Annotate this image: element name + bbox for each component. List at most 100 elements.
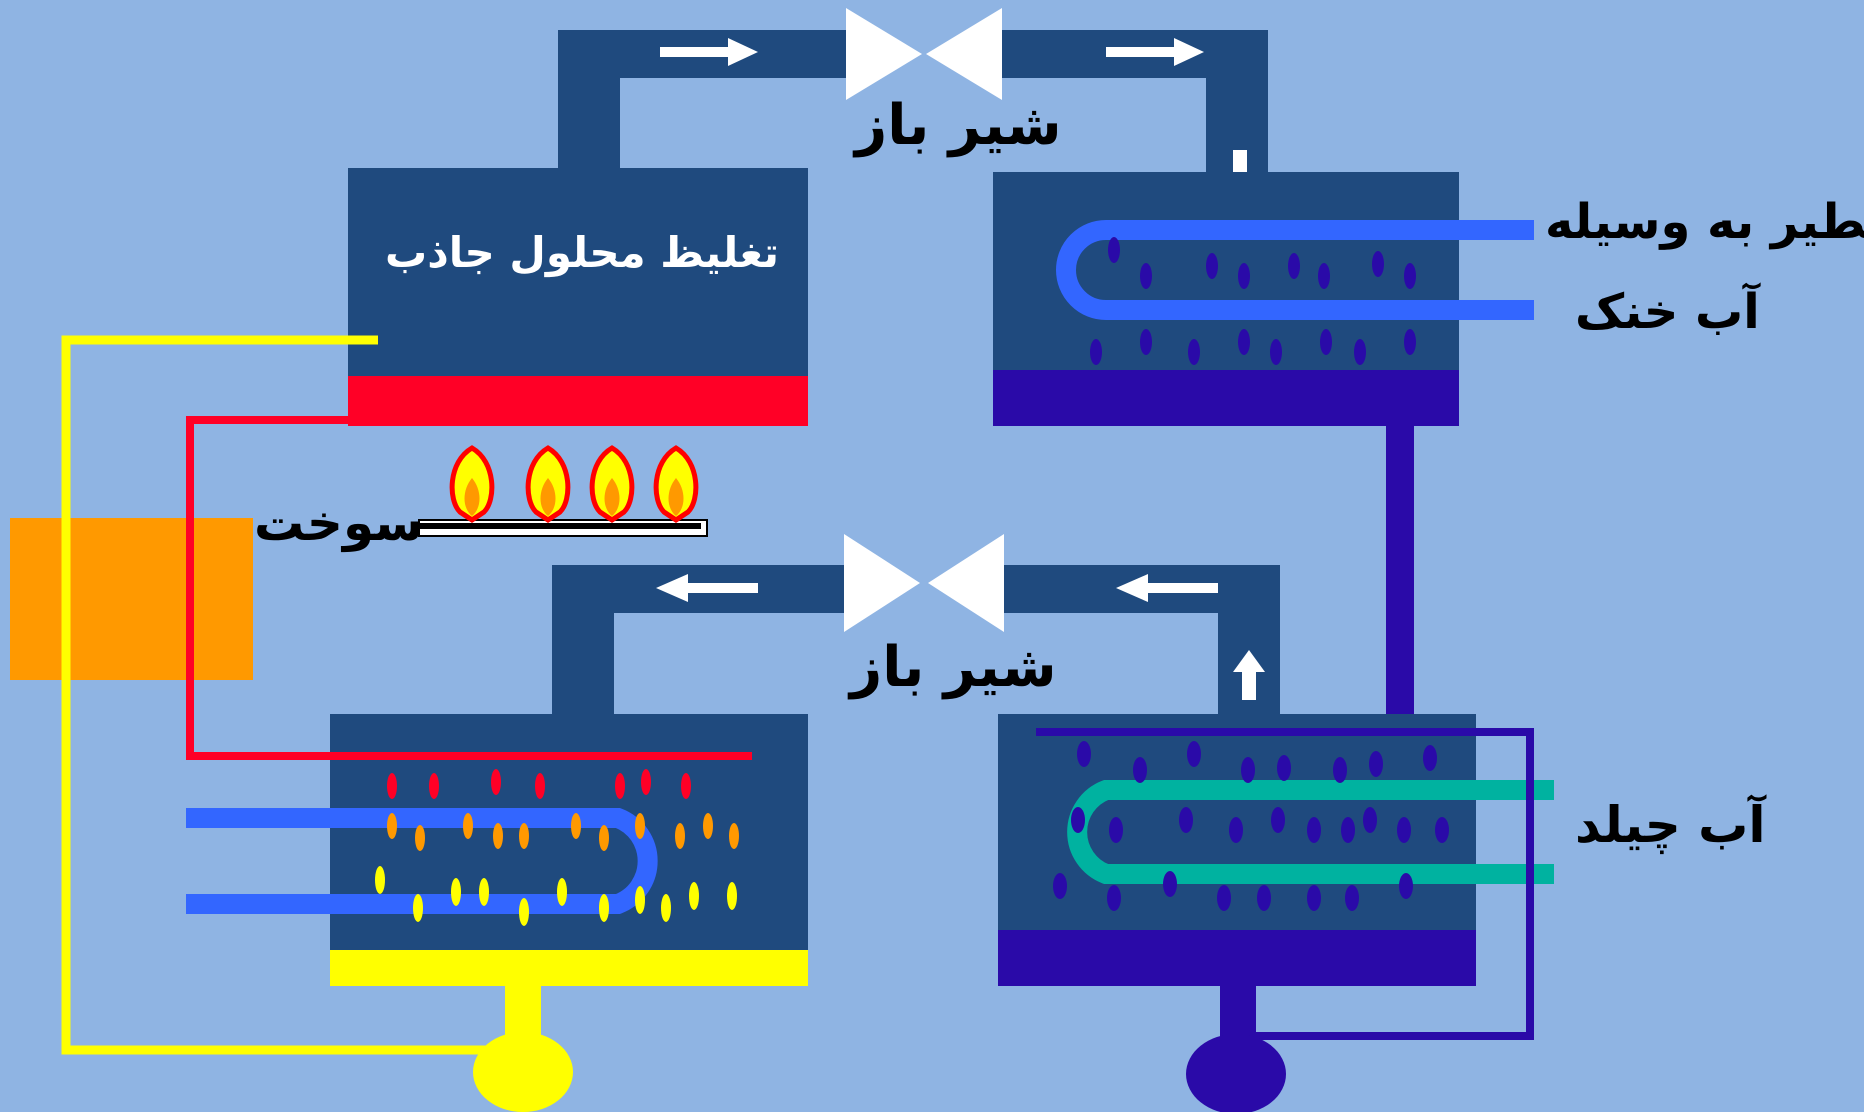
droplet: [557, 878, 567, 906]
droplet: [1404, 329, 1416, 355]
flame-core: [668, 478, 684, 516]
droplet: [1206, 253, 1218, 279]
droplet: [1372, 251, 1384, 277]
droplet: [1071, 807, 1085, 833]
droplet: [1188, 339, 1200, 365]
droplet: [1179, 807, 1193, 833]
evaporator-pump-stem: [1220, 985, 1256, 1037]
droplet: [479, 878, 489, 906]
flame-core: [464, 478, 480, 516]
droplet: [681, 773, 691, 799]
droplet: [535, 773, 545, 799]
droplet: [1307, 885, 1321, 911]
droplet: [1423, 745, 1437, 771]
droplet: [387, 773, 397, 799]
droplet: [727, 882, 737, 910]
generator-vessel: [348, 168, 808, 376]
burner-line: [419, 523, 701, 529]
droplet: [689, 882, 699, 910]
droplet: [1333, 757, 1347, 783]
generator-heat-band: [348, 376, 808, 426]
droplet: [1257, 885, 1271, 911]
droplet: [375, 866, 385, 894]
refrigerant-downpipe: [1386, 426, 1414, 716]
droplet: [1435, 817, 1449, 843]
droplet: [1109, 817, 1123, 843]
top-valve-label: شیر باز: [855, 93, 1062, 158]
droplet: [1404, 263, 1416, 289]
droplet: [1077, 741, 1091, 767]
droplet: [1341, 817, 1355, 843]
droplet: [635, 813, 645, 839]
weak-solution-line: [61, 335, 508, 1055]
droplet: [429, 773, 439, 799]
absorber-droplets: [375, 769, 739, 926]
strong-solution-line: [186, 416, 752, 760]
top-valve-icon: [846, 8, 1002, 100]
droplet: [703, 813, 713, 839]
droplet: [1277, 755, 1291, 781]
droplet: [729, 823, 739, 849]
droplet: [1369, 751, 1383, 777]
droplet: [571, 813, 581, 839]
bottom-flow-arrow-icon: [656, 574, 1265, 700]
condenser-droplets: [1090, 237, 1416, 365]
droplet: [635, 886, 645, 914]
condenser-label-line1: تقطیر به وسیله: [1545, 194, 1864, 250]
droplet: [1320, 329, 1332, 355]
flame-core: [540, 478, 556, 516]
refrigerant-recirculation-line: [1036, 728, 1534, 1040]
absorber-solution-band: [330, 950, 808, 986]
bottom-valve-label: شیر باز: [850, 635, 1057, 700]
bottom-valve-icon: [844, 534, 1004, 632]
evaporator-pump-icon: [1186, 1034, 1286, 1112]
droplet: [1345, 885, 1359, 911]
droplet: [599, 825, 609, 851]
droplet: [519, 898, 529, 926]
droplet: [1229, 817, 1243, 843]
droplet: [1307, 817, 1321, 843]
evaporator-droplets: [1053, 741, 1449, 911]
fuel-label: سوخت: [254, 494, 424, 552]
droplet: [415, 825, 425, 851]
droplet: [1090, 339, 1102, 365]
droplet: [641, 769, 651, 795]
droplet: [413, 894, 423, 922]
absorber-pump-icon: [473, 1032, 573, 1112]
droplet: [463, 813, 473, 839]
heat-exchanger: [10, 518, 253, 680]
condenser-label-line2: آب خنک: [1575, 284, 1760, 340]
droplet: [1238, 263, 1250, 289]
droplet: [661, 894, 671, 922]
droplet: [1107, 885, 1121, 911]
droplet: [493, 823, 503, 849]
droplet: [387, 813, 397, 839]
evaporator-refrigerant-band: [998, 930, 1476, 986]
droplet: [1270, 339, 1282, 365]
droplet: [675, 823, 685, 849]
droplet: [1397, 817, 1411, 843]
condenser-refrigerant-band: [993, 370, 1459, 426]
droplet: [1363, 807, 1377, 833]
droplet: [519, 823, 529, 849]
top-vapor-pipe: [558, 30, 1268, 172]
absorber-cooling-coil: [186, 808, 658, 914]
generator-label: تغلیظ محلول جاذب: [385, 228, 779, 277]
droplet: [491, 769, 501, 795]
droplet: [1288, 253, 1300, 279]
droplet: [1217, 885, 1231, 911]
droplet: [1140, 329, 1152, 355]
droplet: [1187, 741, 1201, 767]
droplet: [1271, 807, 1285, 833]
droplet: [1354, 339, 1366, 365]
droplet: [1053, 873, 1067, 899]
chilled-water-label: آب چیلد: [1575, 796, 1766, 854]
droplet: [1108, 237, 1120, 263]
droplet: [1163, 871, 1177, 897]
droplet: [615, 773, 625, 799]
droplet: [451, 878, 461, 906]
flames: [449, 445, 699, 524]
